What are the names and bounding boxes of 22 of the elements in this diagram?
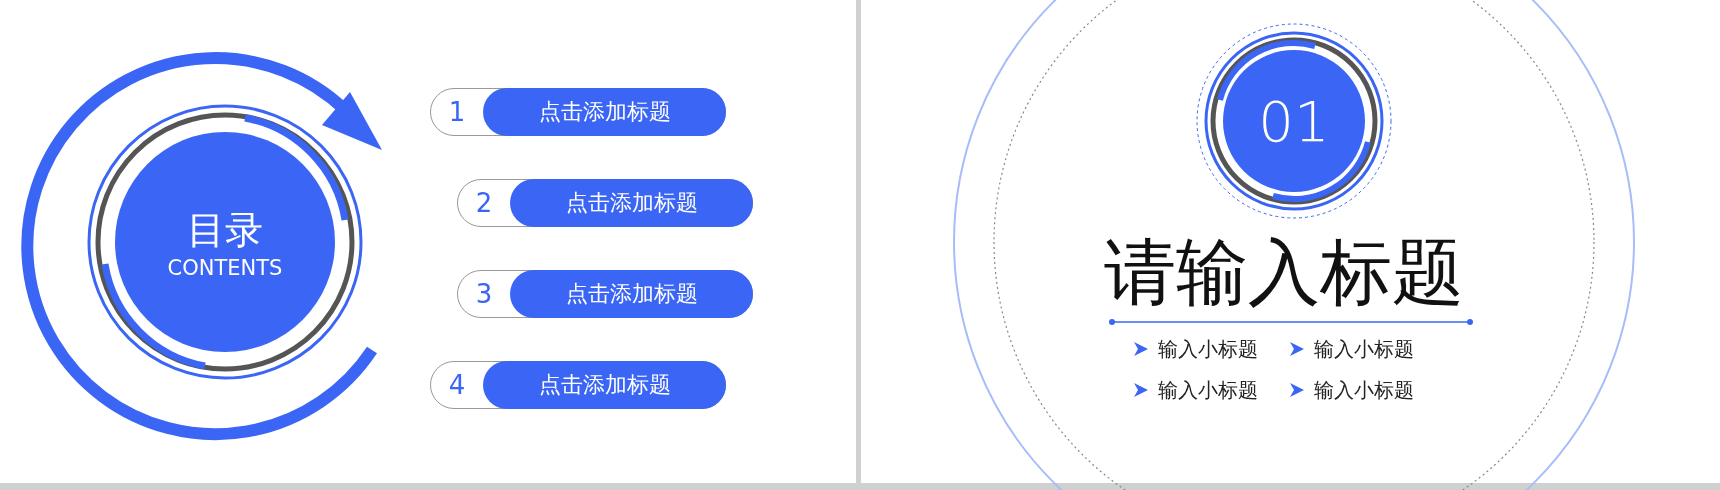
number-badge — [1223, 50, 1365, 192]
subtitle: 输入小标题 — [1158, 377, 1258, 404]
menu-item-card — [430, 88, 726, 136]
item-number: 2 — [474, 187, 494, 220]
item-number: 1 — [447, 96, 467, 129]
item-title-pill: 点击添加标题 — [510, 179, 753, 227]
menu-item-card — [457, 179, 753, 227]
slide-title: 请输入标题 — [1104, 229, 1464, 316]
section-number: 01 — [1258, 88, 1330, 154]
menu-item-card — [457, 270, 753, 318]
subheading: CONTENTS — [167, 255, 283, 280]
subtitle: 输入小标题 — [1314, 336, 1414, 363]
title-circle — [115, 132, 335, 352]
item-title-pill: 点击添加标题 — [510, 270, 753, 318]
item-title-pill: 点击添加标题 — [483, 361, 726, 409]
heading: 目录 — [187, 206, 263, 254]
subtitle: 输入小标题 — [1314, 377, 1414, 404]
item-title-pill: 点击添加标题 — [483, 88, 726, 136]
item-number: 4 — [447, 369, 467, 402]
subtitle: 输入小标题 — [1158, 336, 1258, 363]
menu-item-card — [430, 361, 726, 409]
item-number: 3 — [474, 278, 494, 311]
